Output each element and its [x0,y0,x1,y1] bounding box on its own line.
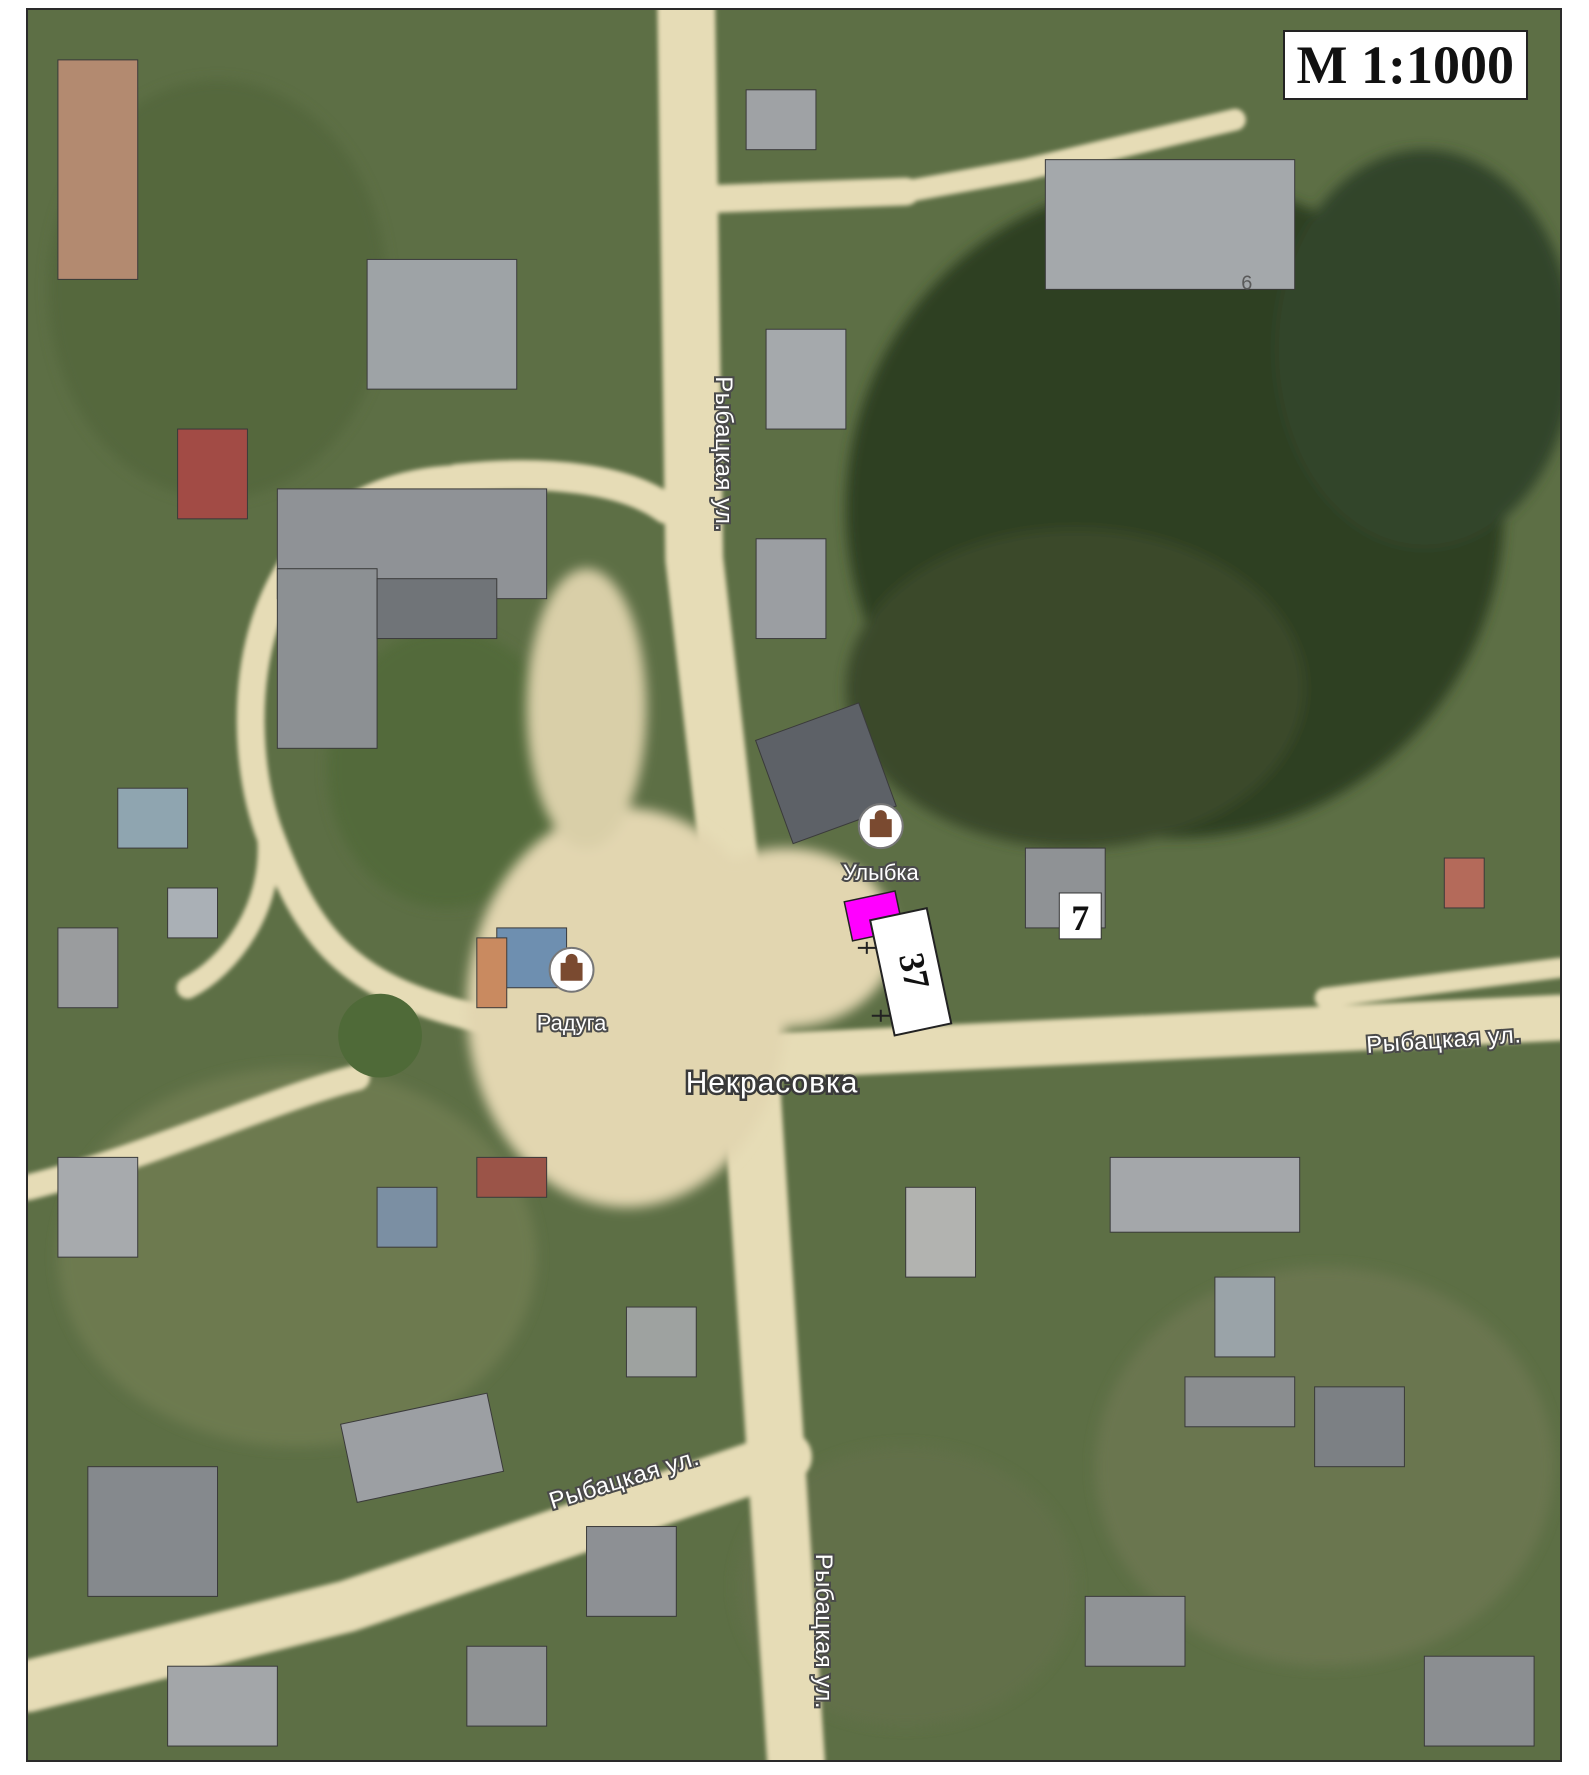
forest-patch [845,528,1305,849]
house-number-6: 6 [1241,272,1252,294]
street-label-south: Рыбацкая ул. [810,1554,837,1709]
building [586,1526,677,1617]
building [57,1156,139,1258]
field-patch [736,1446,1076,1727]
field-patch [57,1067,537,1447]
bag-icon [560,953,583,981]
building [745,89,817,151]
building [1109,1156,1301,1233]
house-number-7: 7 [1071,898,1089,938]
road-north-branch-2 [894,108,1246,203]
plot-37-label: 37 [891,949,938,992]
building [87,1466,219,1597]
map-canvas: Рыбацкая ул. Рыбацкая ул. Рыбацкая ул. Р… [28,10,1560,1760]
building [1044,159,1296,290]
road-north-branch [682,177,920,214]
building [476,937,508,1009]
building [1214,1276,1276,1358]
field-patch [327,628,567,908]
forest-patch [1274,149,1560,549]
poi-raduga[interactable]: Радуга [535,946,609,1038]
building [754,702,897,845]
plot-37-box [868,907,953,1037]
building [167,1665,278,1747]
square-area [676,848,896,1028]
building [755,538,827,640]
building [1184,1376,1296,1428]
building [376,578,498,640]
plot-37-tick [857,941,876,954]
building [57,927,119,1009]
satellite-map[interactable]: Рыбацкая ул. Рыбацкая ул. Рыбацкая ул. Р… [26,8,1562,1762]
square-area [526,568,647,849]
building [1423,1655,1535,1747]
poi-label-ulybka: Улыбка [843,860,920,885]
building [57,59,139,280]
building [1084,1595,1186,1667]
poi-ulybka[interactable]: Улыбка [841,803,921,887]
poi-label-raduga: Радуга [537,1011,607,1036]
road-east-branch [1314,957,1560,1008]
street-label-north: Рыбацкая ул. [710,376,737,531]
bag-icon [869,810,892,838]
building [276,568,378,749]
building [167,887,219,939]
building [340,1392,505,1503]
building [466,1645,548,1727]
buildings [57,59,1535,1747]
road-north-south [657,10,825,1760]
building [376,1186,438,1248]
building [625,1306,697,1378]
building [366,258,518,390]
road-loop [176,817,280,999]
building [476,1156,548,1198]
building [905,1186,977,1278]
scale-label: М 1:1000 [1282,30,1528,100]
building [1443,857,1485,909]
building [765,328,847,430]
village-label: Некрасовка [686,1067,859,1100]
roundabout-island [338,993,422,1078]
plot-37-tick [871,1009,890,1022]
road-east [763,994,1560,1079]
road-southwest [28,1430,812,1713]
building [177,428,248,520]
building [1314,1386,1405,1468]
road-ring-top [441,460,682,524]
plot-37[interactable]: 37 [857,907,953,1037]
building [117,787,189,849]
house-number-7-box [1058,892,1102,940]
